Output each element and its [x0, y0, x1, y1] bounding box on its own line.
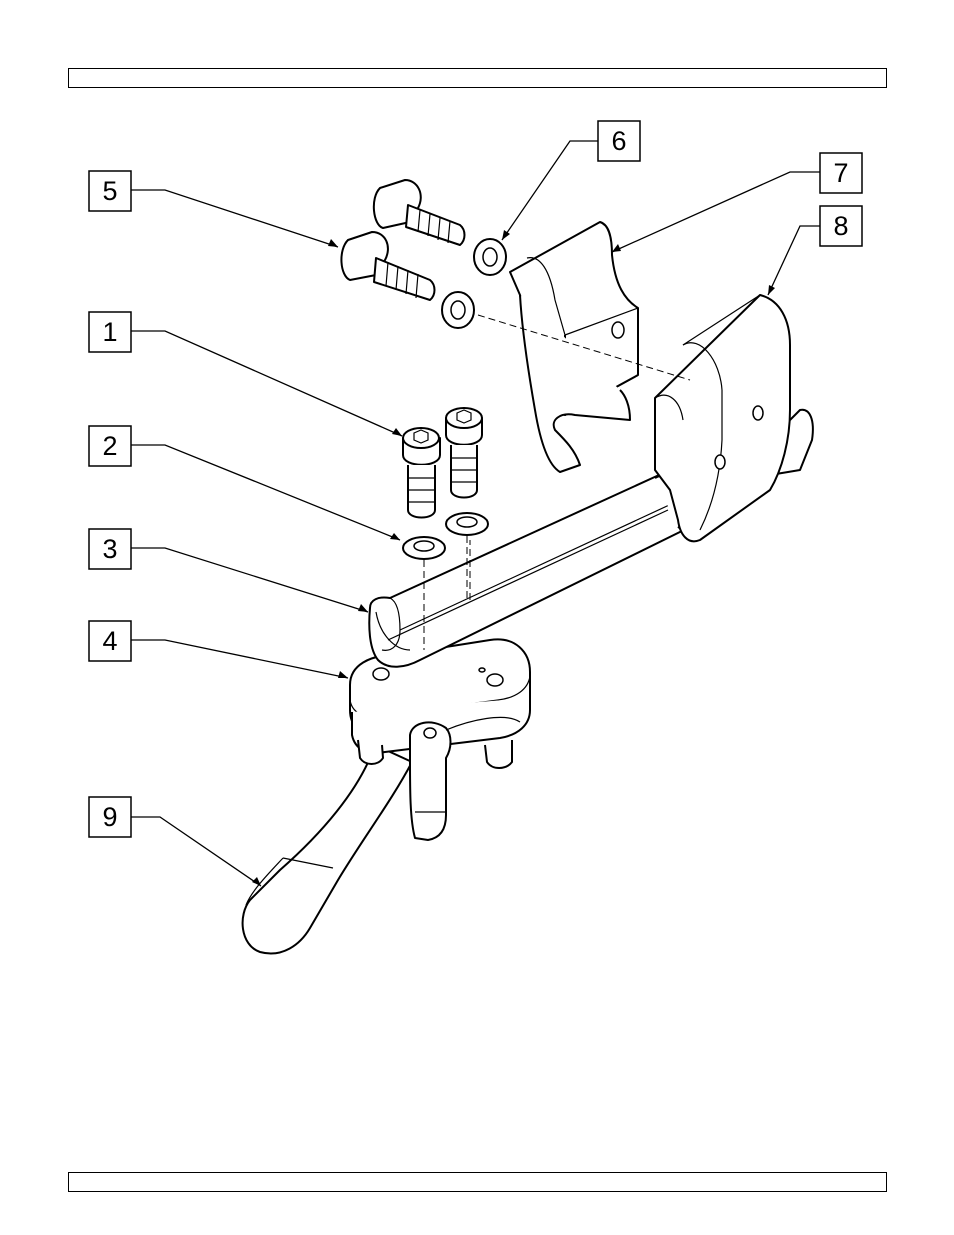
svg-text:5: 5 — [102, 176, 117, 206]
callout-2: 2 — [89, 426, 131, 466]
part-8-rear-clamp — [655, 295, 790, 541]
svg-text:4: 4 — [102, 626, 117, 656]
part-5-side-bolts — [341, 180, 464, 300]
leader-8 — [768, 226, 820, 295]
leader-3 — [131, 548, 368, 612]
svg-text:2: 2 — [102, 431, 117, 461]
callout-5: 5 — [89, 171, 131, 211]
leader-1 — [131, 331, 402, 436]
callout-4: 4 — [89, 621, 131, 661]
svg-text:8: 8 — [833, 211, 848, 241]
callout-8: 8 — [820, 206, 862, 246]
callout-9: 9 — [89, 797, 131, 837]
leader-4 — [131, 640, 348, 678]
leader-5 — [131, 190, 338, 247]
callout-6: 6 — [598, 121, 640, 161]
svg-text:9: 9 — [102, 802, 117, 832]
callout-3: 3 — [89, 529, 131, 569]
svg-text:1: 1 — [102, 317, 117, 347]
part-1-vertical-bolts — [403, 408, 482, 518]
leader-7 — [612, 172, 820, 252]
leader-9 — [131, 817, 261, 886]
part-7-front-clamp — [510, 222, 638, 472]
svg-text:7: 7 — [833, 158, 848, 188]
part-9-handle-lever — [243, 745, 412, 953]
svg-text:6: 6 — [611, 126, 626, 156]
leader-2 — [131, 445, 400, 540]
svg-text:3: 3 — [102, 534, 117, 564]
callout-7: 7 — [820, 153, 862, 193]
leader-6 — [502, 141, 598, 240]
callout-1: 1 — [89, 312, 131, 352]
